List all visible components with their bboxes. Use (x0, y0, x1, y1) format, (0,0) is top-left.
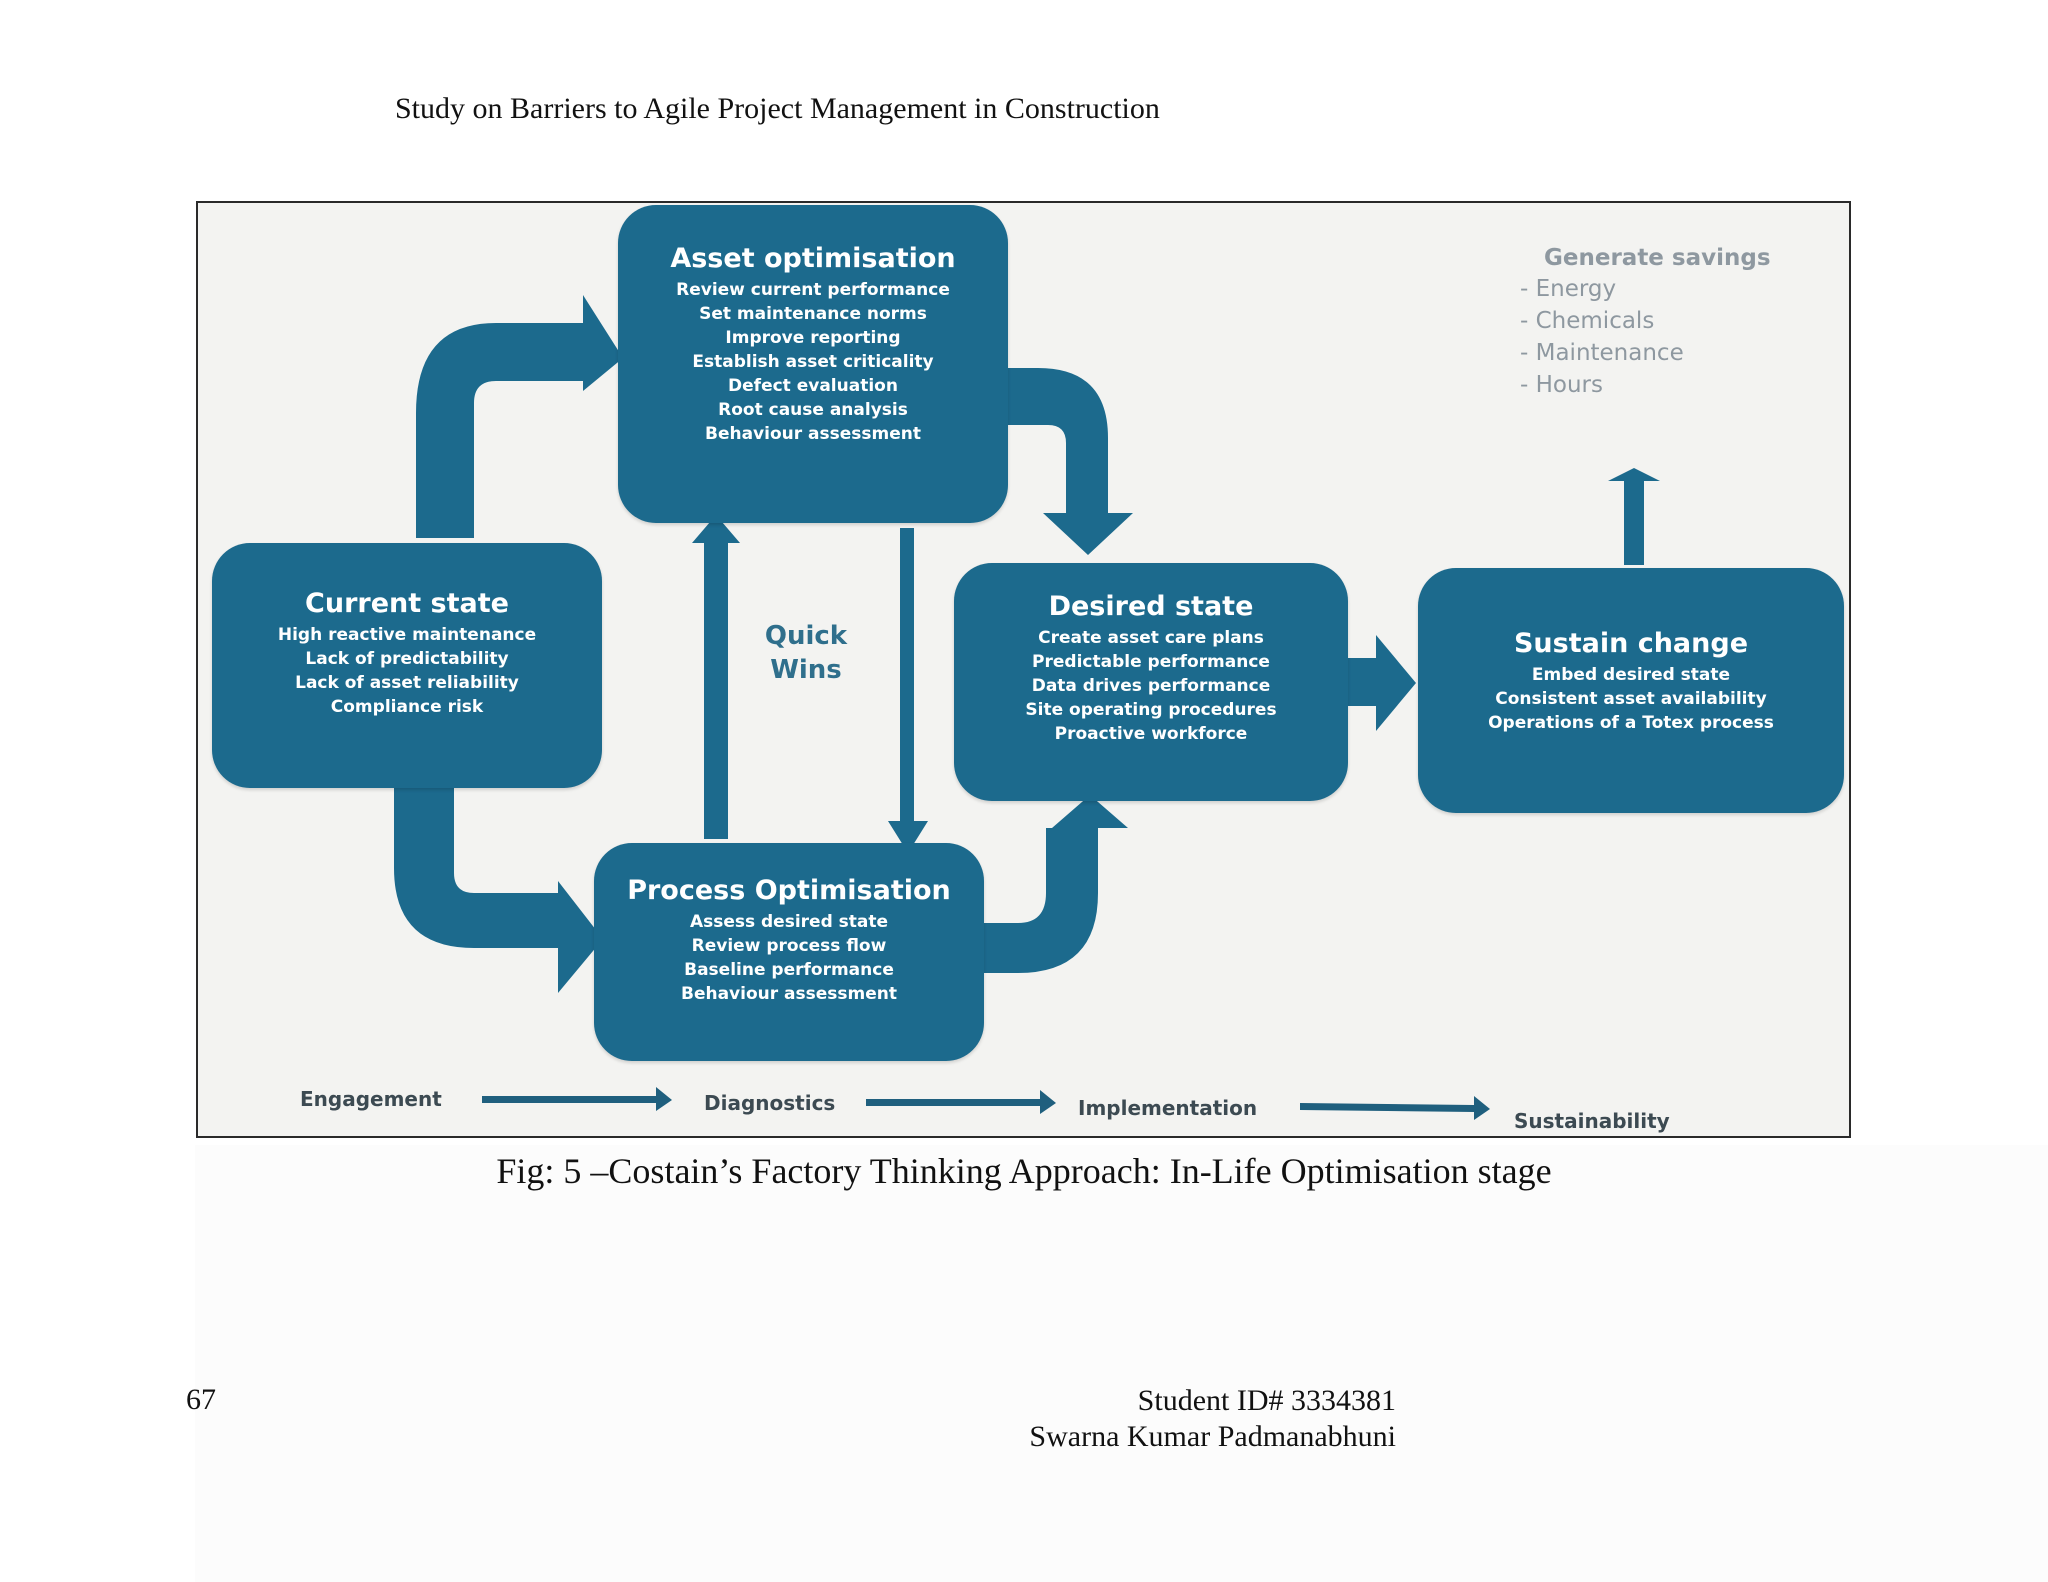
current-state-box: Current state High reactive maintenance … (212, 543, 602, 788)
desired-state-line: Site operating procedures (1025, 700, 1277, 720)
quick-wins-label: Quick Wins (764, 621, 848, 685)
desired-state-line: Proactive workforce (1054, 724, 1248, 744)
author-name: Swarna Kumar Padmanabhuni (1029, 1420, 1396, 1453)
stage-engagement: Engagement (300, 1087, 442, 1111)
asset-optimisation-line: Root cause analysis (718, 400, 908, 420)
page-number: 67 (186, 1383, 216, 1416)
stage-arrow-1 (482, 1087, 672, 1111)
figure-caption: Fig: 5 –Costain’s Factory Thinking Appro… (496, 1151, 1552, 1191)
asset-optimisation-line: Set maintenance norms (699, 304, 927, 324)
current-state-line: Compliance risk (330, 697, 484, 717)
process-optimisation-line: Assess desired state (689, 912, 889, 932)
savings-item: - Chemicals (1520, 308, 1655, 334)
asset-optimisation-line: Review current performance (676, 280, 950, 300)
desired-state-box: Desired state Create asset care plans Pr… (954, 563, 1348, 801)
figure-diagram: Asset optimisation Review current perfor… (196, 201, 1851, 1138)
stage-sustainability: Sustainability (1514, 1109, 1670, 1133)
arrow-quick-wins-up (692, 515, 740, 839)
arrow-current-to-process (394, 783, 603, 993)
current-state-line: Lack of predictability (305, 649, 509, 669)
asset-optimisation-box: Asset optimisation Review current perfor… (618, 205, 1008, 523)
sustain-change-title: Sustain change (1513, 628, 1749, 659)
student-id: Student ID# 3334381 (1137, 1384, 1396, 1417)
arrow-asset-to-desired (1008, 368, 1133, 555)
asset-optimisation-line: Improve reporting (725, 328, 901, 348)
desired-state-line: Predictable performance (1032, 652, 1270, 672)
sustain-change-box: Sustain change Embed desired state Consi… (1418, 568, 1844, 813)
current-state-title: Current state (305, 588, 509, 619)
stage-arrow-3 (1300, 1096, 1490, 1120)
desired-state-line: Data drives performance (1031, 676, 1271, 696)
process-optimisation-title: Process Optimisation (627, 875, 951, 906)
sustain-change-line: Embed desired state (1531, 665, 1731, 685)
desired-state-title: Desired state (1048, 591, 1254, 622)
asset-optimisation-line: Defect evaluation (728, 376, 898, 396)
arrow-desired-to-sustain (1348, 635, 1416, 731)
stage-implementation: Implementation (1078, 1096, 1258, 1120)
desired-state-line: Create asset care plans (1038, 628, 1264, 648)
arrow-sustain-to-savings (1608, 468, 1660, 565)
process-optimisation-box: Process Optimisation Assess desired stat… (594, 843, 984, 1061)
running-header: Study on Barriers to Agile Project Manag… (395, 92, 1160, 125)
sustain-change-line: Consistent asset availability (1495, 689, 1767, 709)
arrow-quick-wins-down (888, 528, 928, 853)
asset-optimisation-title: Asset optimisation (670, 243, 956, 274)
page-background (195, 1145, 2048, 1582)
stage-arrow-2 (866, 1090, 1056, 1114)
sustain-change-line: Operations of a Totex process (1488, 713, 1774, 733)
asset-optimisation-line: Establish asset criticality (692, 352, 934, 372)
current-state-line: Lack of asset reliability (295, 673, 519, 693)
savings-item: - Energy (1520, 276, 1617, 302)
stage-diagnostics: Diagnostics (704, 1091, 836, 1115)
asset-optimisation-line: Behaviour assessment (704, 424, 921, 444)
process-optimisation-line: Review process flow (691, 936, 887, 956)
savings-item: - Hours (1520, 372, 1603, 398)
footer: Student ID# 3334381 Swarna Kumar Padmana… (1029, 1383, 1396, 1455)
arrow-current-to-asset (416, 295, 623, 538)
flow-arrows (394, 295, 1660, 1120)
arrow-process-to-desired (978, 795, 1128, 973)
process-optimisation-line: Behaviour assessment (680, 984, 897, 1004)
generate-savings-title: Generate savings (1544, 245, 1771, 271)
savings-item: - Maintenance (1520, 340, 1684, 366)
generate-savings-list: Generate savings - Energy - Chemicals - … (1520, 245, 1771, 401)
current-state-line: High reactive maintenance (277, 625, 537, 645)
process-optimisation-line: Baseline performance (684, 960, 894, 980)
